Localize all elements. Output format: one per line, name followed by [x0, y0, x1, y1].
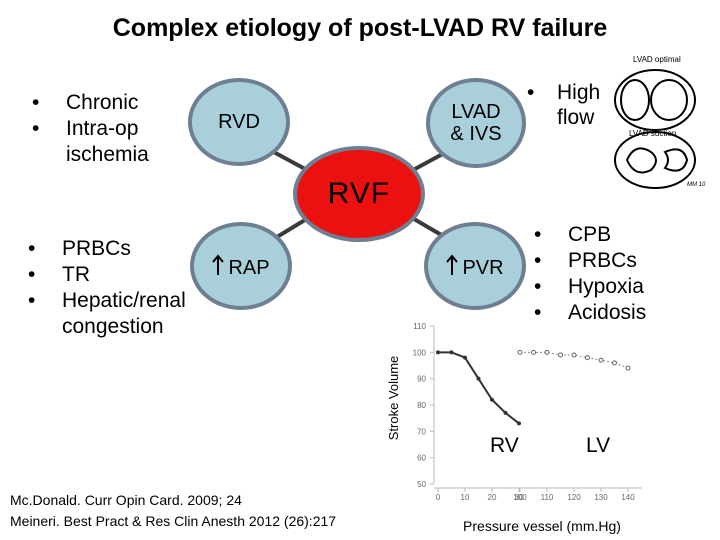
lv-line: [520, 351, 629, 369]
list-item: TR: [24, 262, 186, 288]
y-tick-label: 100: [413, 348, 427, 357]
lv-point: [625, 365, 631, 371]
rvd-label: RVD: [218, 111, 260, 133]
lv-point: [612, 360, 617, 366]
lv-point: [558, 352, 563, 358]
lv-point: [585, 355, 590, 361]
x-tick-label: 20: [488, 493, 497, 502]
rv-curve-label: RV: [490, 434, 519, 457]
x-tick-label: 0: [436, 493, 441, 502]
list-item: ischemia: [66, 143, 149, 166]
list-item: congestion: [62, 315, 164, 338]
y-tick-label: 70: [417, 427, 426, 436]
rvf-label: RVF: [327, 177, 391, 210]
lv-outline-optimal: [650, 79, 688, 121]
lv-point: [517, 349, 523, 355]
rap-label-wrap: RAP: [212, 253, 270, 279]
lv-point: [598, 357, 604, 363]
up-arrow-icon: [446, 253, 459, 275]
lvad-ivs-node: LVAD & IVS: [426, 78, 526, 168]
left-top-list: Chronic Intra-op ischemia: [28, 90, 149, 168]
lvad-suction-label: LVAD suction: [629, 129, 676, 138]
x-tick-label: 30: [515, 493, 524, 502]
y-tick-label: 80: [417, 401, 426, 410]
rvd-node: RVD: [188, 78, 290, 166]
rv-outline-optimal: [620, 79, 650, 121]
y-axis: 110 100 90 80 70 60 50: [413, 322, 435, 489]
rv-point: [463, 355, 467, 360]
high-flow-word2: flow: [557, 106, 595, 129]
right-list: CPB PRBCs Hypoxia Acidosis: [530, 222, 646, 326]
y-tick-label: 90: [417, 375, 426, 384]
rv-point: [436, 350, 440, 355]
x-tick-label: 120: [567, 493, 581, 502]
x-tick-label: 10: [461, 493, 470, 502]
lv-series: [517, 349, 631, 371]
list-item: PRBCs: [24, 236, 186, 262]
left-bottom-list: PRBCs TR Hepatic/renal congestion: [24, 236, 186, 340]
rap-node: RAP: [190, 222, 292, 310]
lvad-ivs-label: LVAD & IVS: [450, 101, 501, 145]
rv-point: [490, 397, 494, 402]
lv-outline-suction: [663, 148, 689, 172]
lvad-optimal-label: LVAD optimal: [633, 55, 681, 64]
x-tick-label: 100: [513, 493, 527, 502]
lv-point: [571, 352, 577, 358]
pvr-label-wrap: PVR: [446, 253, 504, 279]
x-axis-label: Pressure vessel (mm.Hg): [463, 518, 621, 534]
lvad-line1: LVAD: [451, 101, 501, 123]
list-item: Hepatic/renal: [24, 288, 186, 314]
pvr-label: PVR: [462, 256, 504, 279]
high-flow-text: •High flow: [527, 80, 600, 130]
rap-label: RAP: [228, 256, 270, 279]
rv-series: [436, 350, 521, 426]
x-tick-label: 140: [621, 493, 635, 502]
y-tick-label: 50: [417, 480, 426, 489]
rv-point: [517, 421, 521, 426]
lv-curve-label: LV: [586, 434, 610, 457]
heart-outline-optimal: [614, 69, 696, 131]
references: Mc.Donald. Curr Opin Card. 2009; 24 Mein…: [10, 490, 336, 532]
lvad-line2: & IVS: [450, 123, 502, 145]
slide-title: Complex etiology of post-LVAD RV failure: [112, 14, 608, 42]
list-item: Intra-op: [28, 116, 149, 142]
list-item: Hypoxia: [530, 274, 646, 300]
pvr-node: PVR: [424, 222, 526, 310]
rv-outline-suction: [625, 147, 657, 174]
high-flow-word1: High: [557, 81, 601, 104]
lv-point: [531, 349, 536, 355]
rv-point: [476, 376, 481, 381]
lv-point: [544, 349, 550, 355]
high-flow-line1: •High: [527, 81, 601, 104]
reference-line: Mc.Donald. Curr Opin Card. 2009; 24: [10, 492, 242, 508]
rv-point: [503, 410, 508, 415]
x-tick-label: 130: [594, 493, 608, 502]
y-axis-label: Stroke Volume: [386, 356, 401, 441]
up-arrow-icon: [212, 253, 225, 275]
x-tick-label: 110: [541, 493, 554, 502]
y-tick-label: 60: [417, 454, 426, 463]
rvf-node: RVF: [293, 146, 425, 242]
lvad-heart-images: LVAD optimal LVAD suction MM 10: [614, 55, 706, 189]
list-item: CPB: [530, 222, 646, 248]
rv-point: [449, 350, 454, 355]
signature-text: MM 10: [687, 182, 706, 188]
list-item: Acidosis: [530, 300, 646, 326]
list-item: PRBCs: [530, 248, 646, 274]
heart-outline-suction: [614, 131, 696, 189]
list-item: Chronic: [28, 90, 149, 116]
y-tick-label: 110: [413, 322, 426, 331]
reference-line: Meineri. Best Pract & Res Clin Anesth 20…: [10, 513, 337, 529]
